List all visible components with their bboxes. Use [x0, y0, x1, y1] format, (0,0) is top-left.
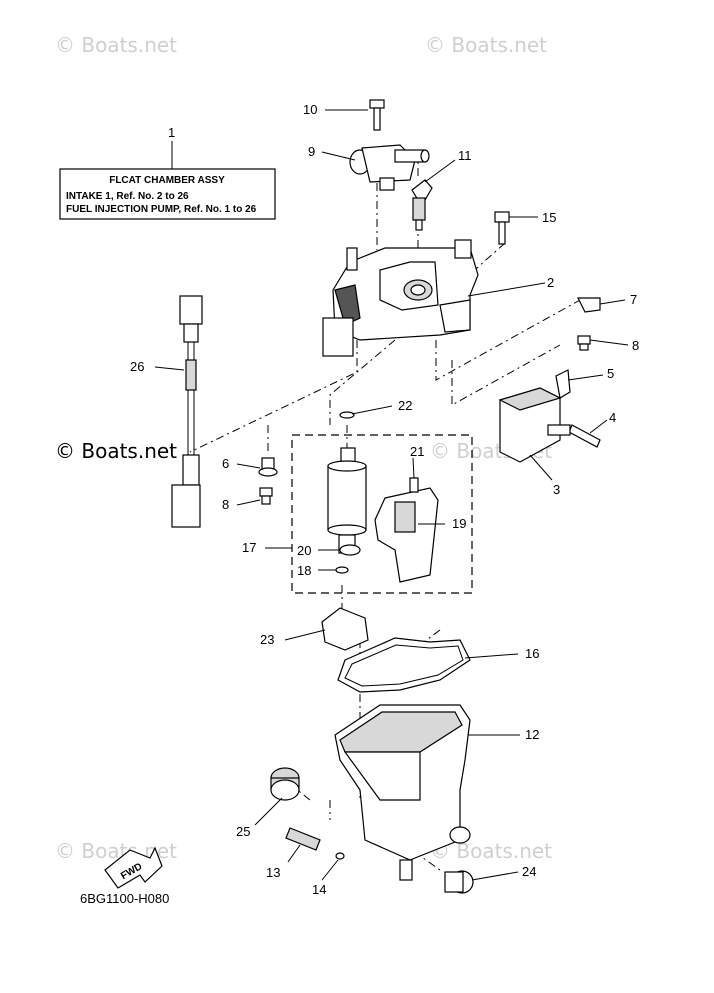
assembly-title: FLCAT CHAMBER ASSY: [109, 175, 225, 186]
diagram-code: 6BG1100-H080: [80, 891, 169, 906]
valve-5: [555, 369, 571, 399]
callout-25: 25: [236, 824, 250, 839]
screw-13: [285, 827, 321, 851]
callout-9: 9: [308, 144, 315, 159]
watermark: © Boats.net: [55, 439, 177, 463]
callout-13: 13: [266, 865, 280, 880]
plug-24: [444, 870, 474, 894]
callout-11: 11: [458, 148, 472, 163]
callout-18: 18: [297, 563, 311, 578]
clip-21: [409, 477, 419, 493]
callout-14: 14: [312, 882, 326, 897]
wire-harness-26: [171, 295, 203, 528]
o-ring-22: [339, 411, 355, 419]
assembly-line-2: FUEL INJECTION PUMP, Ref. No. 1 to 26: [66, 204, 257, 215]
intake-body-2: [322, 239, 479, 357]
callout-22: 22: [398, 398, 412, 413]
callout-5: 5: [607, 366, 614, 381]
screw-8-lower: [259, 487, 273, 505]
fitting-11: [411, 179, 433, 231]
callout-19: 19: [452, 516, 466, 531]
float-chamber-12: [334, 704, 471, 881]
callout-numbers: 1 2 3 4 5 6 7 8 8 9 10 11 12 13 14 15 16…: [130, 102, 639, 897]
callout-21: 21: [410, 444, 424, 459]
o-ring-14: [335, 852, 345, 860]
assembly-line-1: INTAKE 1, Ref. No. 2 to 26: [66, 191, 189, 202]
holder-23: [321, 607, 369, 651]
grommet-25: [270, 767, 300, 801]
callout-8-upper: 8: [632, 338, 639, 353]
leader-lines: [154, 109, 629, 881]
callout-10: 10: [303, 102, 317, 117]
bolt-10: [369, 99, 385, 131]
float-3: [498, 387, 571, 463]
watermark: © Boats.net: [425, 33, 547, 57]
callout-23: 23: [260, 632, 274, 647]
callout-7: 7: [630, 292, 637, 307]
watermark: © Boats.net: [55, 33, 177, 57]
screw-15: [494, 211, 510, 245]
callout-3: 3: [553, 482, 560, 497]
callout-16: 16: [525, 646, 539, 661]
assembly-label-box: FLCAT CHAMBER ASSY INTAKE 1, Ref. No. 2 …: [59, 141, 276, 220]
gasket-16: [337, 637, 471, 693]
callout-15: 15: [542, 210, 556, 225]
callout-2: 2: [547, 275, 554, 290]
fuel-pump-17: [327, 447, 367, 554]
pressure-regulator-9: [349, 144, 430, 191]
callout-1: 1: [168, 125, 175, 140]
gasket-16-inner: [344, 644, 464, 687]
callout-12: 12: [525, 727, 539, 742]
clip-7: [577, 297, 601, 313]
callout-17: 17: [242, 540, 256, 555]
callout-26: 26: [130, 359, 144, 374]
filter-19: [374, 487, 439, 583]
callout-4: 4: [609, 410, 616, 425]
callout-6: 6: [222, 456, 229, 471]
clip-6: [258, 457, 278, 477]
fwd-arrow-icon: FWD: [104, 846, 163, 889]
callout-24: 24: [522, 864, 536, 879]
callout-8-lower: 8: [222, 497, 229, 512]
clamp-20: [339, 544, 361, 556]
screw-8-upper: [577, 335, 591, 351]
washer-18: [335, 566, 349, 574]
callout-20: 20: [297, 543, 311, 558]
